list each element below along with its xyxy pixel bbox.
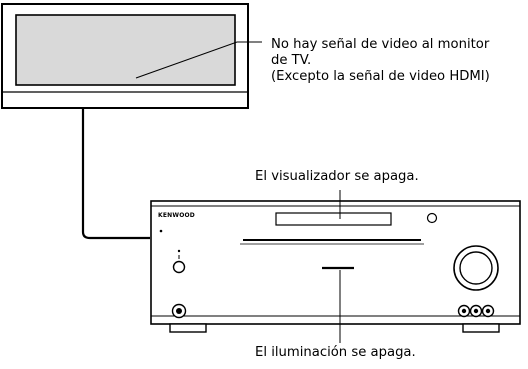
tv-cable (81, 108, 150, 240)
tv-callout-leader (135, 41, 262, 79)
small-round-button (426, 212, 438, 224)
control-button-1-dot (461, 308, 467, 314)
power-dot-icon (177, 249, 181, 253)
tv-callout-line-3: (Excepto la señal de video HDMI) (271, 69, 490, 84)
standby-indicator (159, 229, 163, 233)
foot-left (169, 323, 207, 333)
display-off-label: El visualizador se apaga. (255, 169, 419, 184)
volume-knob-inner (459, 251, 493, 285)
illumination-off-label: El iluminación se apaga. (255, 345, 416, 360)
tv-callout-line-2: de TV. (271, 53, 312, 68)
av-receiver (150, 200, 521, 333)
tv-screen (15, 14, 236, 86)
tv-monitor (1, 3, 249, 109)
control-button-2-dot (473, 308, 479, 314)
display-window (275, 212, 392, 226)
receiver-brand: KENWOOD (158, 212, 195, 219)
tv-callout-line-1: No hay señal de video al monitor (271, 37, 490, 52)
phones-jack-inner (176, 308, 182, 314)
power-button (172, 260, 186, 274)
foot-right (462, 323, 500, 333)
control-button-3-dot (485, 308, 491, 314)
